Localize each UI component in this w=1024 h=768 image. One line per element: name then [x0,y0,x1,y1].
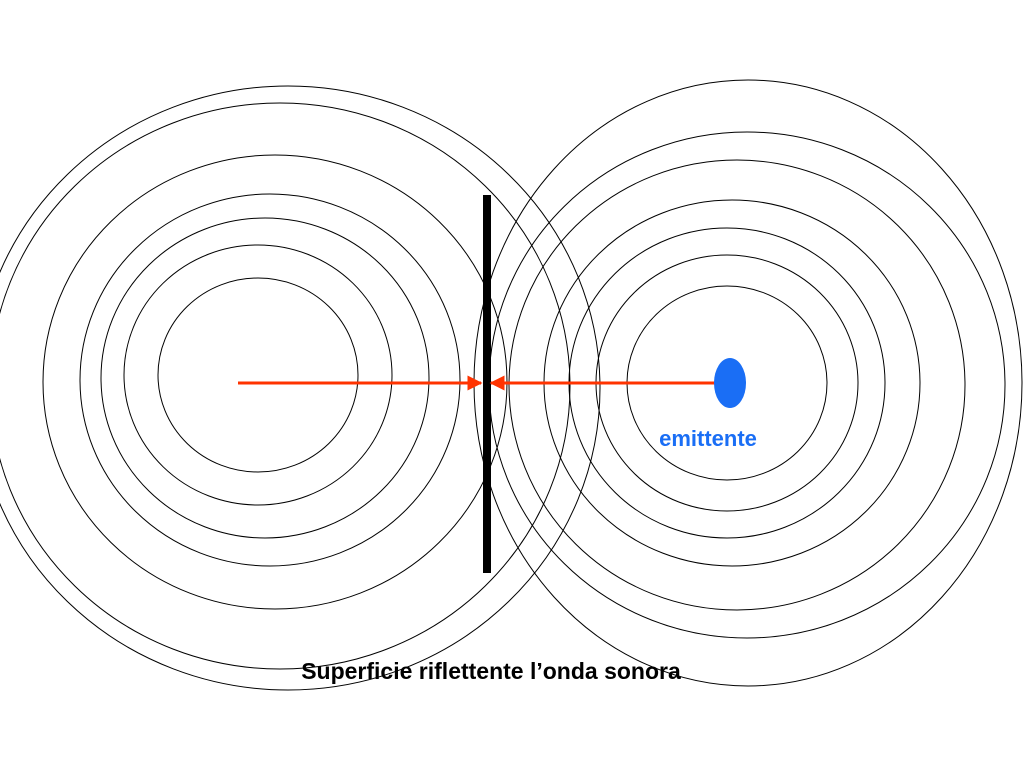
emitter-label: emittente [659,426,757,451]
virtual-wave-ring-3 [100,217,430,539]
virtual-source-wave-rings [0,85,601,691]
emitter-dot-icon [714,358,746,408]
virtual-wave-ring-7 [0,85,601,691]
surface-caption: Superficie riflettente l’onda sonora [301,658,681,684]
virtual-wave-ring-6 [0,102,571,670]
virtual-wave-ring-4 [79,193,461,567]
reflecting-surface [483,195,491,573]
virtual-wave-ring-2 [123,244,393,506]
emitter-wave-ring-5 [508,159,966,611]
emitter-wave-ring-6 [488,131,1006,639]
virtual-wave-ring-1 [157,277,359,473]
